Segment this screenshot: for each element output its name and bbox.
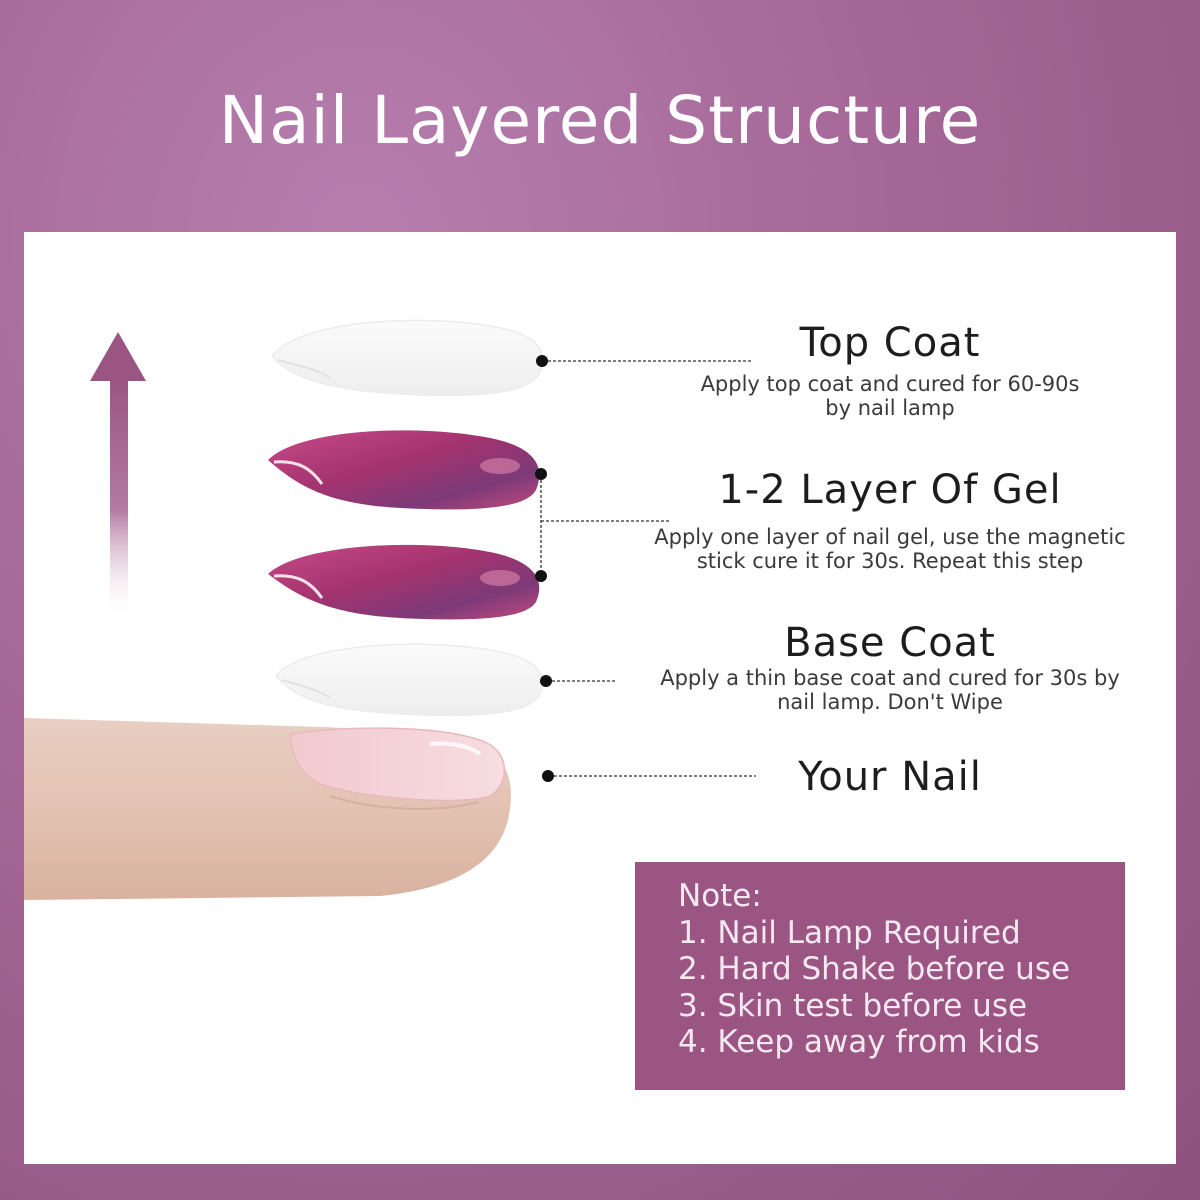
connector-your-nail — [542, 770, 756, 782]
note-item: 3. Skin test before use — [678, 987, 1028, 1024]
desc-line: Apply top coat and cured for 60-90s — [700, 372, 1080, 396]
desc-line: nail lamp. Don't Wipe — [777, 690, 1003, 714]
finger-illustration — [24, 718, 511, 900]
gel-layer — [268, 544, 540, 620]
connector-gel — [535, 468, 670, 582]
note-box: Note: 1. Nail Lamp Required 2. Hard Shak… — [635, 862, 1125, 1090]
desc-line: Apply one layer of nail gel, use the mag… — [654, 525, 1126, 549]
layer-desc-top-coat: Apply top coat and cured for 60-90s by n… — [640, 372, 1140, 420]
layer-title-gel: 1-2 Layer Of Gel — [718, 467, 1062, 513]
note-heading: Note: — [678, 878, 762, 914]
note-item: 2. Hard Shake before use — [678, 951, 1071, 987]
connector-top-coat — [536, 355, 752, 367]
top-coat-layer — [271, 319, 544, 397]
gel-layer — [268, 430, 540, 510]
up-arrow-icon — [90, 332, 146, 618]
layer-desc-base-coat: Apply a thin base coat and cured for 30s… — [620, 666, 1160, 714]
desc-line: stick cure it for 30s. Repeat this step — [696, 549, 1084, 573]
layer-title-base-coat: Base Coat — [784, 620, 996, 666]
connector-base-coat — [540, 675, 616, 687]
layer-title-top-coat: Top Coat — [799, 320, 981, 366]
page-title: Nail Layered Structure — [218, 82, 982, 159]
note-item: 1. Nail Lamp Required — [678, 914, 1021, 951]
layer-title-your-nail: Your Nail — [798, 754, 982, 800]
desc-line: Apply a thin base coat and cured for 30s… — [660, 666, 1120, 690]
note-item: 4. Keep away from kids — [678, 1024, 1040, 1060]
desc-line: by nail lamp — [825, 396, 955, 420]
base-coat-layer — [275, 643, 544, 717]
layer-desc-gel: Apply one layer of nail gel, use the mag… — [620, 525, 1160, 573]
note-list: Note: 1. Nail Lamp Required 2. Hard Shak… — [678, 878, 1070, 1061]
